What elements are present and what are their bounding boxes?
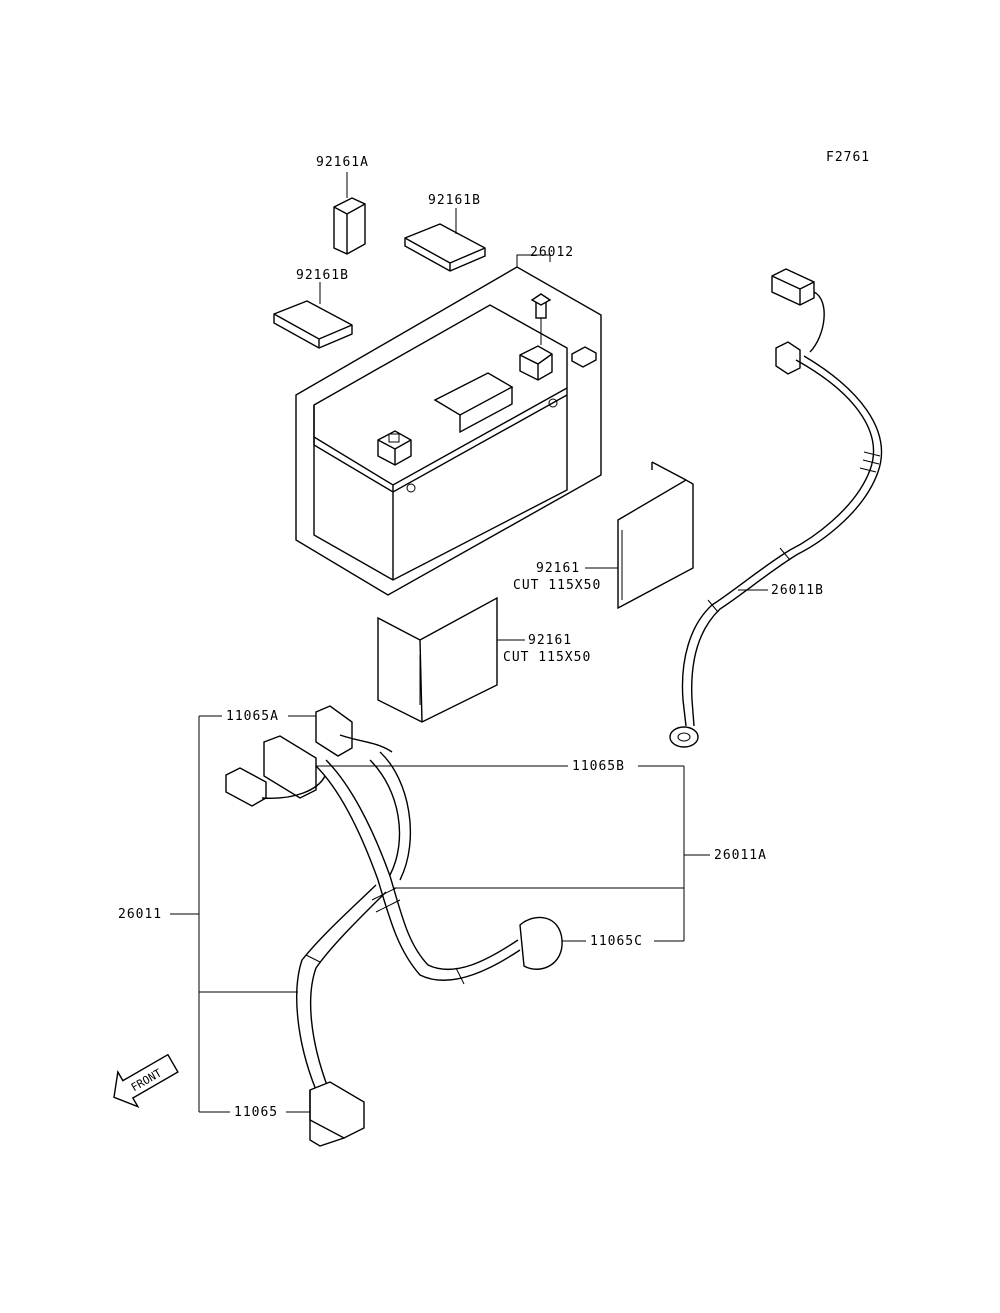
pad-92161b-left [273,300,353,349]
label-92161-right: 92161 [536,561,580,576]
label-11065: 11065 [234,1105,278,1120]
label-92161-left: 92161 [528,633,572,648]
pad-92161-left [377,596,498,723]
label-11065b: 11065B [572,759,625,774]
front-arrow-icon: FRONT [113,1053,179,1109]
label-92161a: 92161A [316,155,369,170]
label-26011a: 26011A [714,848,767,863]
label-11065c: 11065C [590,934,643,949]
leader-26012 [516,254,551,267]
label-26012: 26012 [530,245,574,260]
cable-26011b [669,268,883,748]
leaders-26011a [316,765,710,942]
label-11065a: 11065A [226,709,279,724]
pad-92161a [333,197,366,255]
battery-26012 [295,266,602,596]
leaders-26011 [170,715,316,1113]
label-26011: 26011 [118,907,162,922]
label-92161-left-cut: CUT 115X50 [503,650,591,665]
label-26011b: 26011B [771,583,824,598]
label-92161b-top: 92161B [428,193,481,208]
label-92161b-left: 92161B [296,268,349,283]
figure-id: F2761 [826,150,870,165]
pad-92161-right [617,461,694,610]
label-92161-right-cut: CUT 115X50 [513,578,601,593]
pad-92161b-top [404,223,486,272]
harness-26011 [225,705,563,1147]
